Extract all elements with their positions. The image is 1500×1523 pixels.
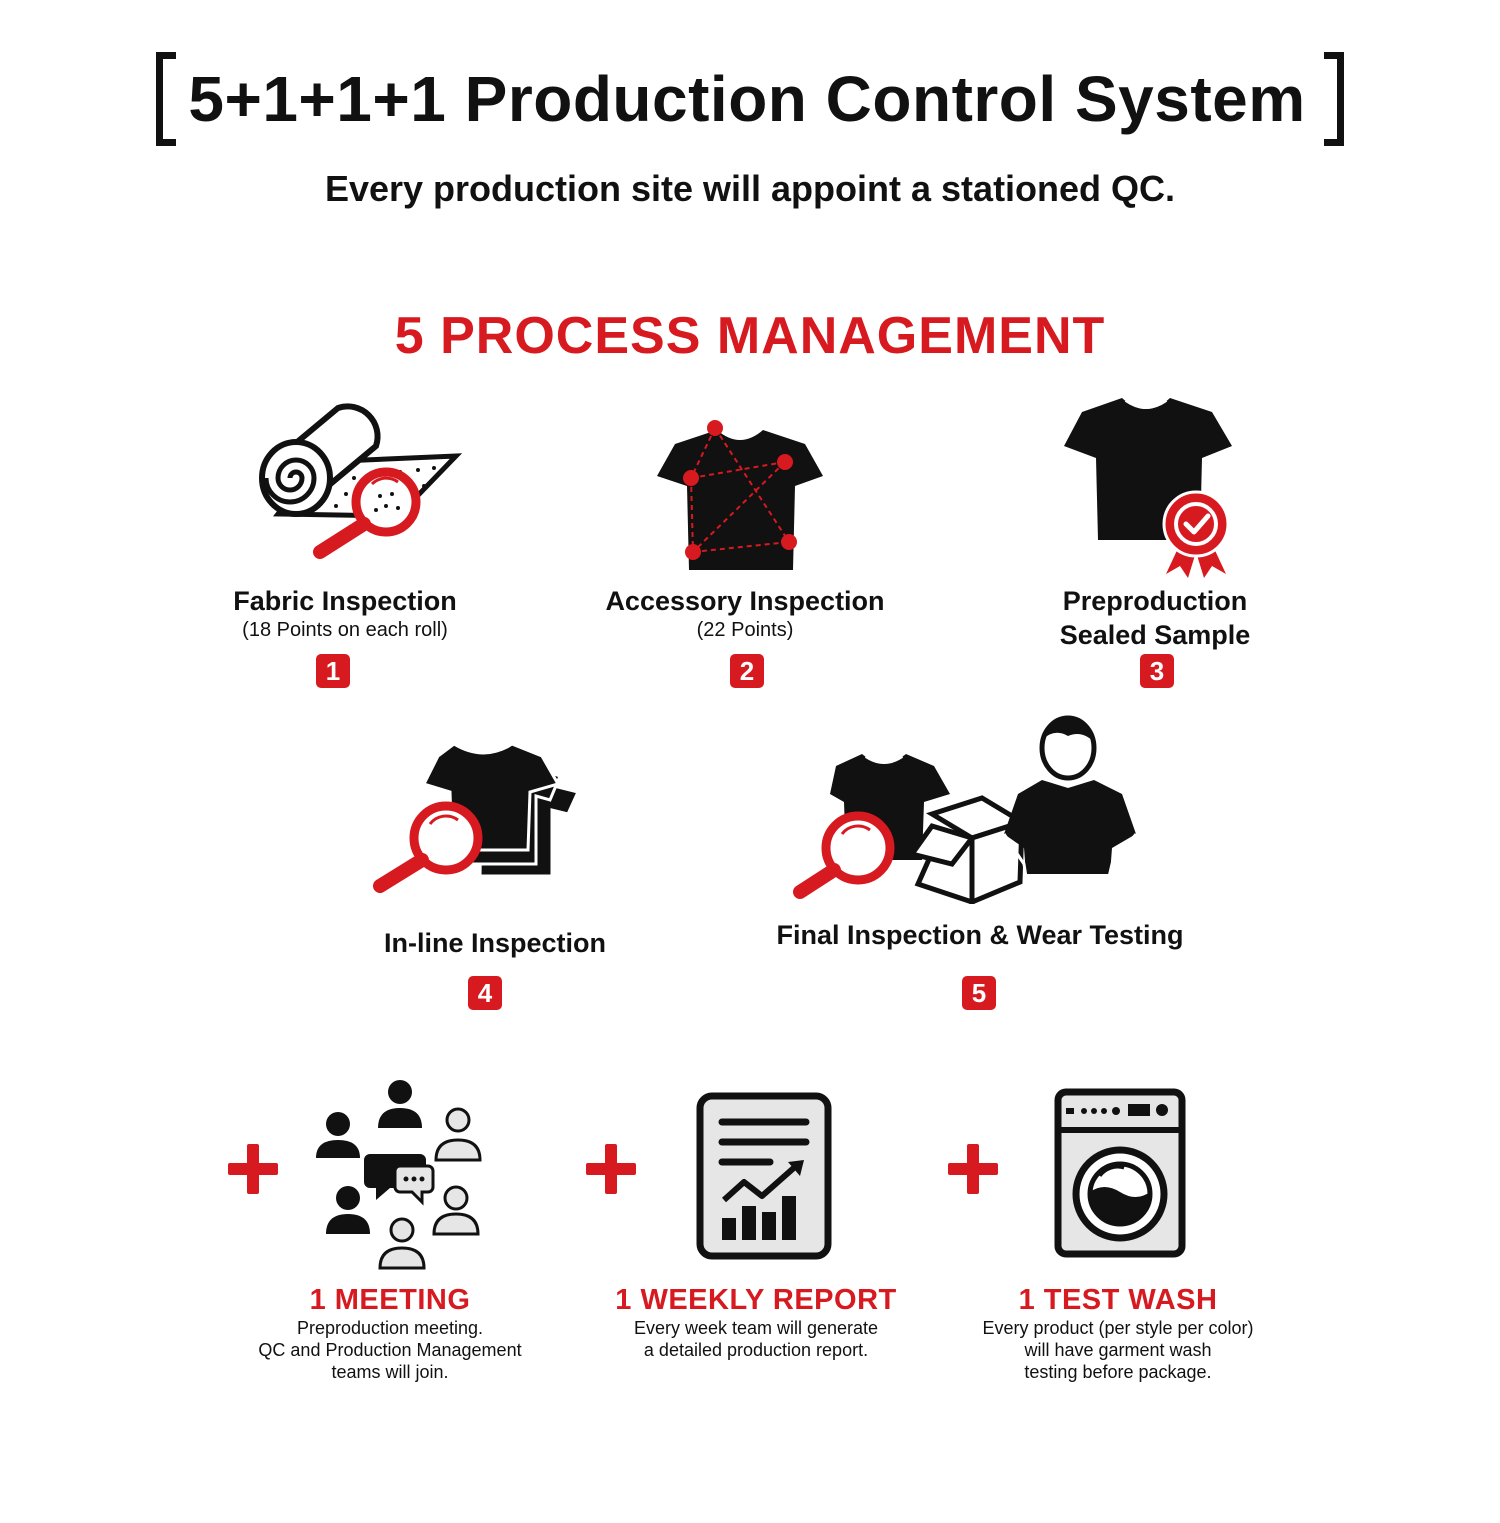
meeting-desc-line: Preproduction meeting. (296, 1318, 484, 1338)
fabric-roll-magnifier-icon (259, 403, 462, 559)
step-3-label-line2: Sealed Sample (1059, 620, 1251, 650)
right-bracket (1323, 52, 1344, 146)
meeting-desc-line: teams will join. (331, 1362, 449, 1382)
page-title: 5+1+1+1 Production Control System (0, 52, 1500, 146)
stacked-tshirts-magnifier-icon (373, 742, 581, 893)
report-desc-line: a detailed production report. (643, 1340, 869, 1360)
report-desc-line: Every week team will generate (633, 1318, 879, 1338)
wash-desc-line: testing before package. (1024, 1362, 1212, 1382)
step-5-badge: 5 (962, 976, 996, 1010)
step-2-sub: (22 Points) (696, 619, 794, 641)
plus-icon (586, 1144, 636, 1194)
meeting-people-icon (316, 1080, 482, 1270)
plus-icon (228, 1144, 278, 1194)
step-2-badge: 2 (730, 654, 764, 688)
step-3-label-line1: Preproduction (1062, 586, 1248, 616)
wash-desc-line: Every product (per style per color) (982, 1318, 1254, 1338)
section-title: 5 PROCESS MANAGEMENT (394, 307, 1106, 365)
step-5-label: Final Inspection & Wear Testing (776, 920, 1184, 950)
step-4-badge: 4 (468, 976, 502, 1010)
plus-icon (948, 1144, 998, 1194)
washing-machine-icon (1054, 1088, 1186, 1258)
report-title: 1 WEEKLY REPORT (615, 1284, 897, 1316)
meeting-title: 1 MEETING (309, 1284, 471, 1316)
subtitle: Every production site will appoint a sta… (324, 168, 1176, 209)
tshirt-seal-badge-icon (1064, 398, 1232, 578)
step-2-label: Accessory Inspection (605, 586, 885, 616)
wash-desc-line: will have garment wash (1024, 1340, 1212, 1360)
report-chart-icon (696, 1092, 832, 1260)
meeting-desc-line: QC and Production Management (258, 1340, 522, 1360)
step-1-sub: (18 Points on each roll) (242, 619, 448, 641)
step-1-label: Fabric Inspection (233, 586, 457, 616)
step-1-badge: 1 (316, 654, 350, 688)
tshirt-box-person-icon (793, 715, 1138, 904)
step-3-badge: 3 (1140, 654, 1174, 688)
left-bracket (156, 52, 177, 146)
wash-title: 1 TEST WASH (1018, 1284, 1218, 1316)
tshirt-measure-points-icon (657, 420, 823, 570)
step-4-label: In-line Inspection (383, 928, 606, 958)
title-text: 5+1+1+1 Production Control System (188, 63, 1306, 135)
